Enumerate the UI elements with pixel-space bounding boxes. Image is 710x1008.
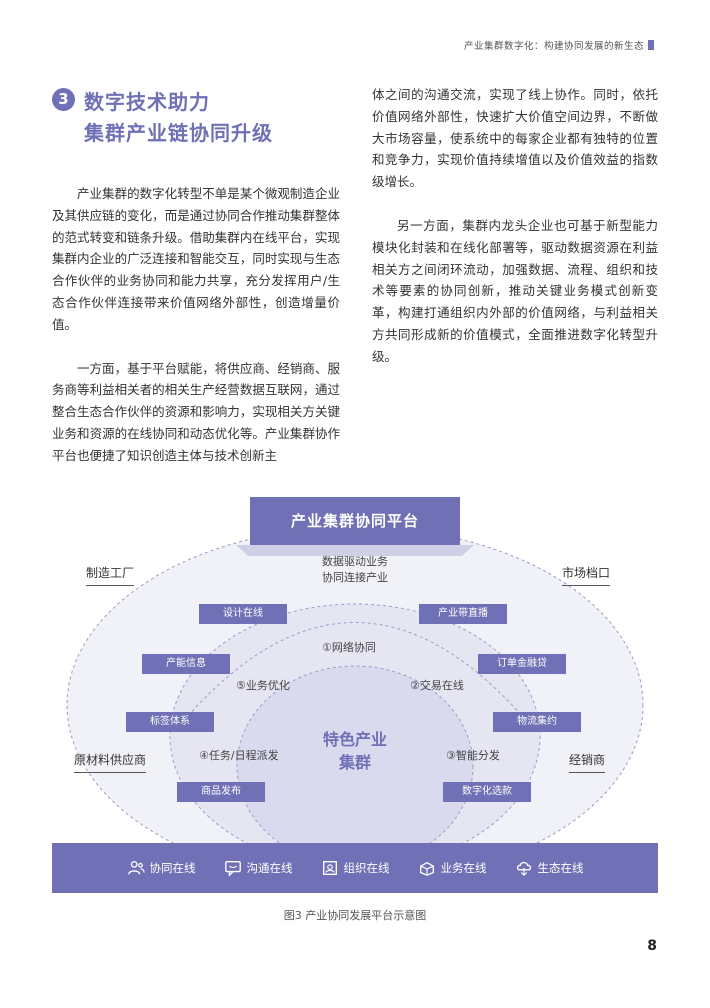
running-header: 产业集群数字化：构建协同发展的新生态 bbox=[464, 38, 654, 52]
corner-label-bottom-right: 经销商 bbox=[569, 751, 606, 773]
bottom-item-ecosystem: 生态在线 bbox=[515, 859, 584, 877]
bottom-item-label: 生态在线 bbox=[537, 861, 584, 875]
corner-label-text: 经销商 bbox=[569, 753, 606, 767]
section-number-badge: 3 bbox=[52, 88, 75, 111]
corner-label-top-right: 市场档口 bbox=[562, 564, 611, 586]
top-note-line2: 协同连接产业 bbox=[322, 571, 388, 584]
ring-label-distribution: ③智能分发 bbox=[446, 749, 500, 762]
corner-underline bbox=[562, 585, 611, 586]
users-icon bbox=[127, 861, 145, 875]
left-paragraph-2: 一方面，基于平台赋能，将供应商、经销商、服务商等利益相关者的相关生产经营数据互联… bbox=[52, 360, 340, 463]
corner-label-bottom-left: 原材料供应商 bbox=[74, 751, 147, 773]
corner-label-text: 原材料供应商 bbox=[74, 753, 147, 767]
bottom-item-label: 协同在线 bbox=[149, 861, 196, 875]
feature-box-livestream: 产业带直播 bbox=[419, 604, 507, 624]
section-title-line1: 数字技术助力 bbox=[84, 90, 210, 114]
ecosystem-icon bbox=[516, 861, 531, 877]
bottom-item-business: 业务在线 bbox=[418, 859, 487, 877]
feature-box-product-release: 商品发布 bbox=[177, 782, 265, 802]
right-paragraph-1: 体之间的沟通交流，实现了线上协作。同时，依托价值网络外部性，快速扩大价值空间边界… bbox=[372, 87, 658, 190]
header-marker bbox=[648, 40, 654, 50]
bottom-item-label: 组织在线 bbox=[343, 861, 390, 875]
diagram-top-note: 数据驱动业务 协同连接产业 bbox=[295, 554, 415, 586]
feature-box-logistics: 物流集约 bbox=[493, 712, 581, 732]
top-note-line1: 数据驱动业务 bbox=[322, 555, 388, 568]
bottom-item-organization: 组织在线 bbox=[321, 859, 390, 877]
feature-box-design-online: 设计在线 bbox=[199, 604, 287, 624]
corner-underline bbox=[86, 585, 135, 586]
right-text-column: 体之间的沟通交流，实现了线上协作。同时，依托价值网络外部性，快速扩大价值空间边界… bbox=[372, 84, 658, 368]
figure-caption: 图3 产业协同发展平台示意图 bbox=[283, 909, 427, 922]
org-icon bbox=[322, 861, 337, 875]
corner-underline bbox=[74, 772, 147, 773]
bottom-item-label: 业务在线 bbox=[440, 861, 487, 875]
corner-label-top-left: 制造工厂 bbox=[86, 564, 135, 586]
section-title-line2: 集群产业链协同升级 bbox=[84, 121, 273, 145]
corner-label-text: 市场档口 bbox=[562, 566, 611, 580]
bottom-item-label: 沟通在线 bbox=[246, 861, 293, 875]
feature-box-order-finance: 订单金融贷 bbox=[478, 654, 566, 674]
corner-underline bbox=[569, 772, 606, 773]
box-icon bbox=[419, 861, 434, 876]
ring-label-network: ①网络协同 bbox=[322, 641, 376, 654]
right-paragraph-2: 另一方面，集群内龙头企业也可基于新型能力模块化封装和在线化部署等，驱动数据资源在… bbox=[372, 217, 658, 364]
page-number: 8 bbox=[647, 938, 657, 954]
ring-label-optimize: ⑤业务优化 bbox=[236, 679, 290, 692]
core-label-line1: 特色产业 bbox=[322, 730, 387, 749]
ring-label-task: ④任务/日程派发 bbox=[199, 749, 279, 762]
core-label-line2: 集群 bbox=[338, 753, 371, 772]
left-text-column: 产业集群的数字化转型不单是某个微观制造企业及其供应链的变化，而是通过协同合作推动… bbox=[52, 183, 340, 467]
chat-icon bbox=[224, 861, 241, 877]
corner-label-text: 制造工厂 bbox=[86, 566, 135, 580]
platform-title-box: 产业集群协同平台 bbox=[250, 497, 460, 545]
feature-box-digital-selection: 数字化选款 bbox=[443, 782, 531, 802]
core-label: 特色产业 集群 bbox=[305, 728, 405, 774]
feature-box-capacity-info: 产能信息 bbox=[142, 654, 230, 674]
online-capabilities-bar: 协同在线 沟通在线 组织在线 业务在线 生态在线 bbox=[52, 843, 658, 893]
left-paragraph-1: 产业集群的数字化转型不单是某个微观制造企业及其供应链的变化，而是通过协同合作推动… bbox=[52, 186, 340, 332]
running-header-text: 产业集群数字化：构建协同发展的新生态 bbox=[463, 41, 644, 52]
bottom-item-communication: 沟通在线 bbox=[224, 859, 293, 877]
feature-box-tag-system: 标签体系 bbox=[126, 712, 214, 732]
ring-label-trade: ②交易在线 bbox=[410, 679, 464, 692]
bottom-item-collaboration: 协同在线 bbox=[127, 859, 196, 877]
